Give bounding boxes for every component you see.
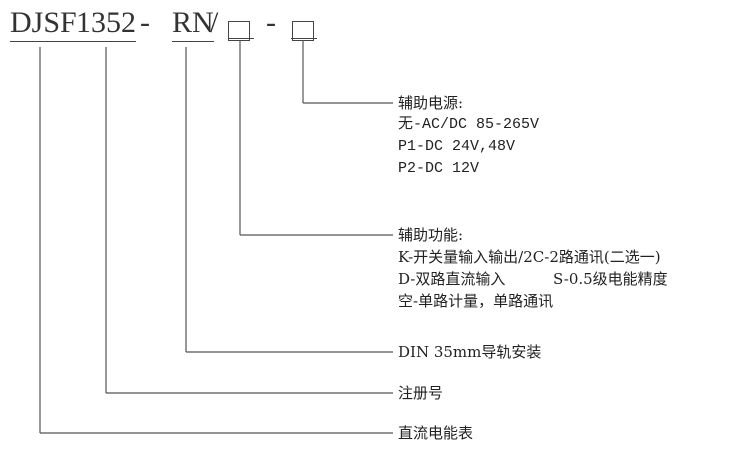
aux-function-option: 空-单路计量，单路通讯: [398, 292, 554, 310]
aux-power-option: P2-DC 12V: [398, 160, 480, 177]
aux-power-option: 无-AC/DC 85-265V: [398, 116, 540, 133]
aux-function-placeholder: [228, 12, 250, 46]
aux-power-title: 辅助电源:: [398, 94, 464, 112]
model-series: DJSF: [10, 6, 77, 42]
registration-label: 注册号: [398, 384, 444, 402]
aux-function-title: 辅助功能:: [398, 226, 464, 244]
product-type-label: 直流电能表: [398, 424, 474, 442]
aux-function-option-row: D-双路直流输入 S-0.5级电能精度: [398, 268, 668, 290]
model-separator: -: [140, 6, 150, 39]
model-installation-code: RN: [172, 6, 214, 42]
placeholder1-underline: [228, 38, 254, 39]
placeholder2-underline: [291, 38, 317, 39]
aux-function-option: D-双路直流输入: [398, 270, 506, 288]
aux-function-option: K-开关量输入输出/2C-2路通讯(二选一): [398, 248, 661, 266]
aux-function-option: S-0.5级电能精度: [552, 270, 668, 288]
aux-power-option: P1-DC 24V,48V: [398, 138, 516, 155]
model-number: 1352: [76, 6, 136, 42]
aux-function-group: 辅助功能: K-开关量输入输出/2C-2路通讯(二选一) D-双路直流输入 S-…: [398, 224, 668, 312]
installation-label: DIN 35mm导轨安装: [398, 343, 542, 361]
model-separator: -: [266, 6, 276, 39]
model-slash: /: [210, 6, 219, 39]
aux-power-group: 辅助电源: 无-AC/DC 85-265V P1-DC 24V,48V P2-D…: [398, 92, 539, 180]
